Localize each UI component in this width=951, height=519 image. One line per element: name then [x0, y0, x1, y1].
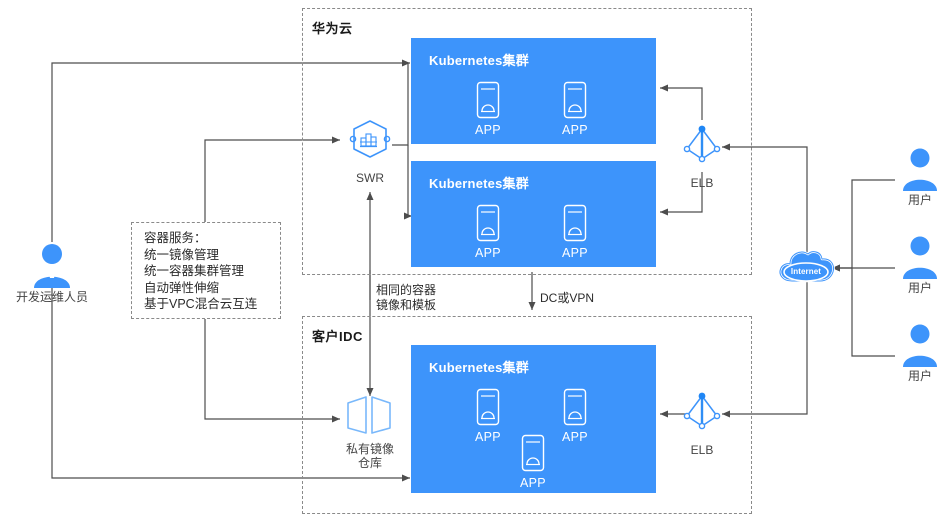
- node-swr[interactable]: SWR: [344, 116, 396, 185]
- node-private-registry[interactable]: 私有镜像 仓库: [335, 392, 405, 470]
- cluster-idc-1: Kubernetes集群 APP APP: [411, 345, 656, 493]
- cluster-cloud-1: Kubernetes集群 APP APP: [411, 38, 656, 144]
- zone-customer-idc: [302, 316, 752, 514]
- elb-label: ELB: [690, 443, 714, 457]
- elb-label: ELB: [690, 176, 714, 190]
- app-label: APP: [475, 246, 501, 260]
- app-node: APP: [546, 80, 604, 137]
- user-person-icon: [903, 148, 937, 191]
- node-user-2[interactable]: 用户: [893, 233, 947, 295]
- app-node: APP: [459, 203, 517, 260]
- elb-icon: [683, 392, 721, 430]
- user-person-icon: [34, 244, 70, 288]
- app-label: APP: [562, 246, 588, 260]
- app-label: APP: [475, 123, 501, 137]
- edge-label-same-image-line1: 相同的容器: [376, 283, 437, 297]
- internet-label: Internet: [790, 267, 822, 276]
- app-phone-icon: [476, 81, 500, 119]
- container-service-note: 容器服务： 统一镜像管理 统一容器集群管理 自动弹性伸缩 基于VPC混合云互连: [131, 222, 281, 319]
- private-registry-label-line2: 仓库: [357, 456, 382, 470]
- user-label: 用户: [907, 193, 932, 207]
- elb-icon: [683, 125, 721, 163]
- devops-person-label: 开发运维人员: [15, 290, 88, 304]
- app-phone-icon: [476, 388, 500, 426]
- app-node: APP: [459, 80, 517, 137]
- cluster-cloud-1-title: Kubernetes集群: [429, 53, 529, 68]
- app-phone-icon: [563, 388, 587, 426]
- app-label: APP: [562, 123, 588, 137]
- node-user-1[interactable]: 用户: [893, 145, 947, 207]
- internet-cloud-icon: [778, 250, 835, 283]
- swr-label: SWR: [356, 171, 384, 185]
- note-line: 统一容器集群管理: [144, 264, 245, 278]
- app-node: APP: [546, 203, 604, 260]
- zone-huawei-cloud-label: 华为云: [312, 21, 353, 36]
- app-label: APP: [520, 476, 546, 490]
- app-phone-icon: [521, 434, 545, 472]
- app-label: APP: [562, 430, 588, 444]
- edge-label-same-image: 相同的容器 镜像和模板: [376, 283, 436, 313]
- node-elb-idc[interactable]: ELB: [679, 390, 725, 457]
- edge-label-dc-or-vpn: DC或VPN: [540, 291, 595, 305]
- edge-label-same-image-line2: 镜像和模板: [376, 298, 437, 312]
- app-phone-icon: [563, 81, 587, 119]
- cluster-idc-1-title: Kubernetes集群: [429, 360, 529, 375]
- node-devops-person[interactable]: 开发运维人员: [12, 240, 92, 304]
- note-line: 自动弹性伸缩: [144, 280, 220, 295]
- app-label: APP: [475, 430, 501, 444]
- note-line: 统一镜像管理: [144, 247, 220, 262]
- swr-hexagon-icon: [349, 120, 391, 158]
- private-registry-label-line1: 私有镜像: [345, 442, 394, 456]
- private-image-repository-icon: [347, 396, 391, 434]
- app-node: APP: [504, 433, 562, 490]
- cluster-cloud-2-title: Kubernetes集群: [429, 176, 529, 191]
- note-line: 基于VPC混合云互连: [144, 297, 258, 311]
- user-label: 用户: [907, 281, 932, 295]
- cluster-cloud-2: Kubernetes集群 APP APP: [411, 161, 656, 267]
- app-node: APP: [459, 387, 517, 444]
- node-internet[interactable]: Internet: [775, 245, 839, 283]
- node-elb-cloud[interactable]: ELB: [679, 123, 725, 190]
- user-person-icon: [903, 236, 937, 279]
- app-node: APP: [546, 387, 604, 444]
- app-phone-icon: [476, 204, 500, 242]
- zone-customer-idc-label: 客户IDC: [312, 329, 363, 344]
- user-label: 用户: [907, 369, 932, 383]
- node-user-3[interactable]: 用户: [893, 321, 947, 383]
- user-person-icon: [903, 324, 937, 367]
- app-phone-icon: [563, 204, 587, 242]
- note-line: 容器服务：: [144, 231, 207, 245]
- zone-huawei-cloud: [302, 8, 752, 275]
